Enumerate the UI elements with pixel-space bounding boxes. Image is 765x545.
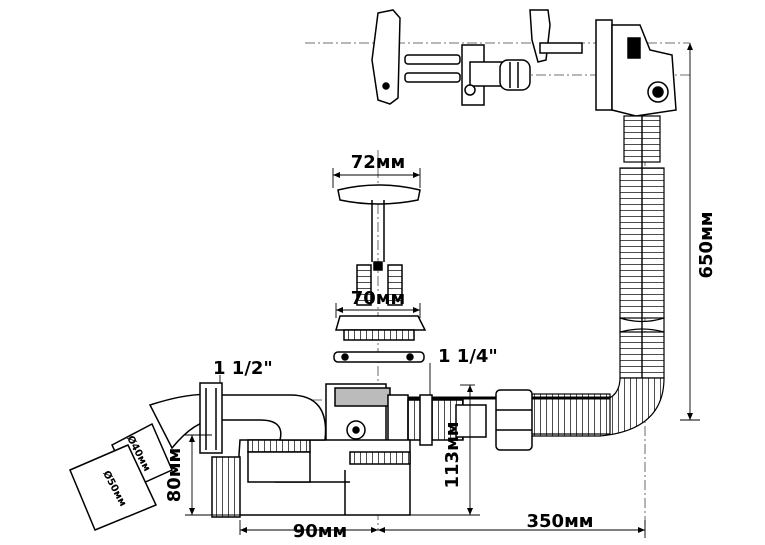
outlet-coupling [211,456,241,518]
drain-plug [337,184,421,306]
overflow-hose [395,115,665,437]
drain-body [333,315,427,363]
siphon-body [325,383,533,451]
label-90mm: 90мм [293,521,347,542]
overflow-gasket [595,19,613,111]
pipe-50 [69,444,158,531]
drain-bolt-left [356,264,372,306]
outlet-pipes [69,422,173,531]
overflow-lever [529,9,551,63]
label-thread-left: 1 1/2" [213,358,273,379]
dimension-lines [185,43,700,538]
overflow-screw-bottom [404,72,461,83]
overflow-assembly [371,9,677,117]
label-72mm: 72мм [351,152,405,173]
label-350mm: 350мм [527,511,594,532]
label-113mm: 113мм [442,422,463,489]
drain-bolt-right [387,264,403,306]
overflow-body [611,24,677,117]
label-thread-right: 1 1/4" [438,346,498,367]
overflow-cover [371,9,401,105]
outlet-elbow [148,382,327,518]
dimension-arrows [189,43,693,533]
label-80mm: 80мм [164,448,185,502]
overflow-nut [495,389,533,451]
label-70mm: 70мм [351,288,405,309]
overflow-knob [499,59,531,91]
u-trap [234,439,411,516]
overflow-screw-top [404,54,461,65]
label-650mm: 650мм [696,212,717,279]
